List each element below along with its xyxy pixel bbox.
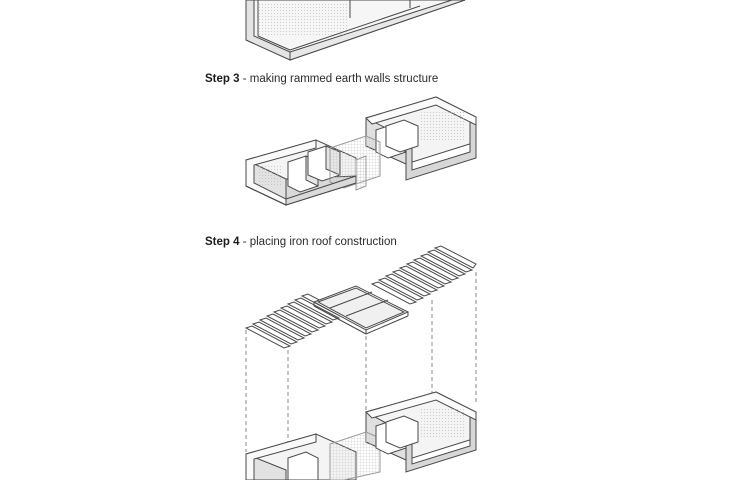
top-fragment-walls: [245, 0, 466, 61]
step-4-caption: Step 4 - placing iron roof construction: [205, 236, 397, 248]
step-3-text: - making rammed earth walls structure: [239, 73, 439, 85]
right-roof-slats: [370, 245, 477, 305]
step-3-label: Step 3: [205, 73, 240, 85]
step-4-roof-diagram: [244, 245, 477, 480]
step-4-walls: [245, 391, 477, 480]
step-4-text: - placing iron roof construction: [239, 236, 397, 248]
roof-skylight-panel: [312, 285, 410, 335]
step-3-walls-diagram: [245, 96, 477, 206]
step-3-caption: Step 3 - making rammed earth walls struc…: [205, 73, 438, 85]
step-4-label: Step 4: [205, 236, 240, 248]
